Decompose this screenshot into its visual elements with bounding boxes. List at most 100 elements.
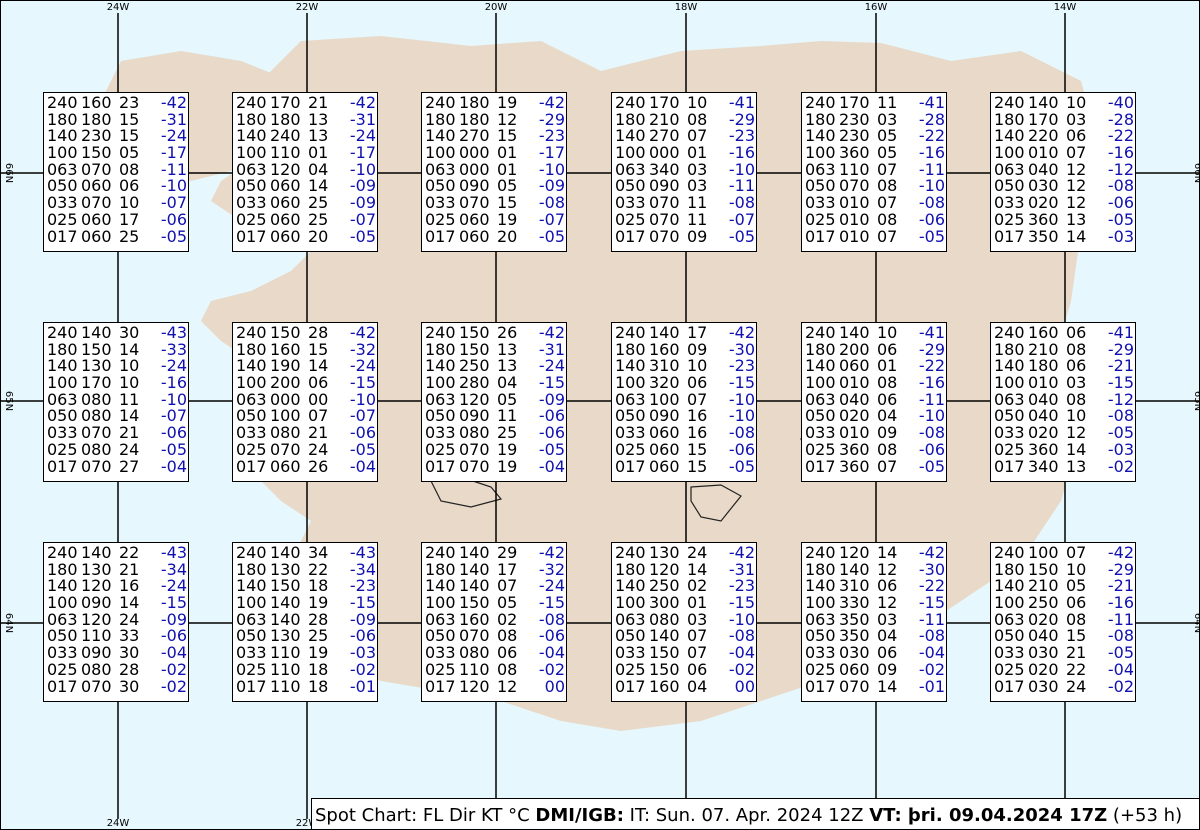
latitude-label: 64N [1192, 612, 1200, 634]
temperature: -42 [160, 93, 187, 112]
flight-level: 050 [236, 626, 267, 646]
wind-speed: 13 [1066, 456, 1087, 476]
flight-level: 100 [47, 373, 78, 393]
flight-level: 017 [425, 676, 456, 696]
temperature: -08 [918, 423, 945, 443]
wind-direction: 070 [459, 193, 490, 213]
wind-direction: 080 [459, 423, 490, 443]
wind-speed: 21 [119, 423, 140, 443]
flight-level: 100 [425, 373, 456, 393]
wind-speed: 13 [497, 339, 518, 359]
wind-speed: 10 [687, 93, 708, 112]
wind-direction: 010 [839, 193, 870, 213]
wind-direction: 010 [1028, 373, 1059, 393]
wind-direction: 330 [839, 593, 870, 613]
wind-speed: 05 [497, 176, 518, 196]
temperature: -04 [160, 456, 187, 476]
wind-speed: 10 [877, 323, 898, 342]
wind-speed: 10 [119, 193, 140, 213]
wind-direction: 320 [649, 373, 680, 393]
temperature: -10 [918, 176, 945, 196]
temperature: -12 [1107, 389, 1134, 409]
flight-level: 017 [805, 226, 836, 246]
wind-speed: 07 [687, 126, 708, 146]
flight-level: 017 [236, 456, 267, 476]
wind-direction: 060 [839, 659, 870, 679]
wind-direction: 140 [270, 593, 301, 613]
temperature: -05 [160, 226, 187, 246]
wind-direction: 150 [459, 323, 490, 342]
flight-level: 240 [425, 323, 456, 342]
flight-level: 100 [425, 143, 456, 163]
wind-speed: 01 [497, 143, 518, 163]
lake-outline-3 [690, 484, 742, 522]
temperature: -09 [349, 176, 376, 196]
temperature: -23 [728, 576, 755, 596]
wind-speed: 02 [497, 609, 518, 629]
wind-speed: 03 [1066, 109, 1087, 129]
wind-direction: 150 [649, 643, 680, 663]
wind-speed: 04 [877, 626, 898, 646]
temperature: -03 [1107, 439, 1134, 459]
wind-direction: 110 [270, 143, 301, 163]
wind-direction: 000 [270, 389, 301, 409]
temperature: -08 [728, 423, 755, 443]
flight-level: 033 [994, 423, 1025, 443]
flight-level: 100 [994, 373, 1025, 393]
flight-level: 025 [236, 209, 267, 229]
wind-speed: 00 [308, 389, 329, 409]
temperature: -43 [349, 543, 376, 562]
wind-direction: 180 [459, 109, 490, 129]
flight-level: 180 [805, 109, 836, 129]
temperature: -15 [1107, 373, 1134, 393]
wind-speed: 10 [687, 356, 708, 376]
longitude-label: 22W [295, 2, 319, 13]
temperature: -43 [160, 543, 187, 562]
wind-direction: 300 [649, 593, 680, 613]
wind-speed: 12 [1066, 193, 1087, 213]
wind-direction: 000 [459, 159, 490, 179]
flight-level: 140 [236, 356, 267, 376]
footer-offset: (+53 h) [1107, 805, 1183, 826]
wind-direction: 070 [81, 159, 112, 179]
temperature: -28 [1107, 109, 1134, 129]
wind-speed: 19 [308, 643, 329, 663]
wind-direction: 040 [839, 389, 870, 409]
flight-level: 025 [425, 659, 456, 679]
flight-level: 025 [47, 209, 78, 229]
temperature: -07 [349, 406, 376, 426]
wind-direction: 060 [270, 176, 301, 196]
temperature: -05 [349, 226, 376, 246]
flight-level: 025 [47, 439, 78, 459]
wind-direction: 070 [839, 676, 870, 696]
temperature: -32 [349, 339, 376, 359]
temperature: -23 [349, 576, 376, 596]
wind-speed: 03 [1066, 373, 1087, 393]
temperature: -15 [160, 593, 187, 613]
wind-speed: 01 [687, 143, 708, 163]
temperature: -08 [918, 193, 945, 213]
flight-level: 240 [805, 93, 836, 112]
